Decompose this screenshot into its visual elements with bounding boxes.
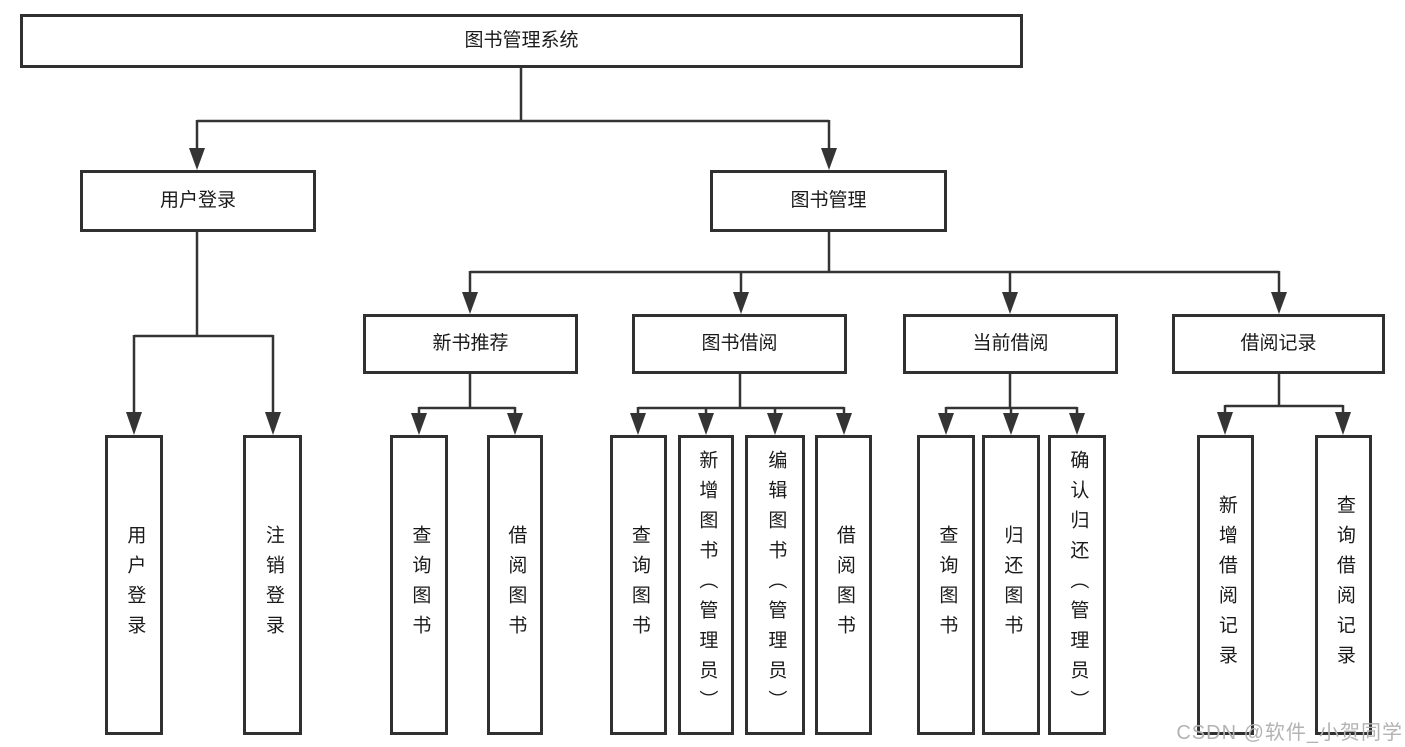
arrowheads-book-borrow-leaves xyxy=(630,413,852,435)
node-user-login: 用户登录 xyxy=(80,170,316,232)
leaf-bb-borrow-book: 借阅图书 xyxy=(815,435,872,735)
leaf-logout: 注销登录 xyxy=(243,435,302,735)
connector-user-login-to-leaves xyxy=(132,232,275,414)
node-borrow-record: 借阅记录 xyxy=(1172,314,1385,374)
connector-current-borrow-to-leaves xyxy=(944,374,1079,415)
arrowheads-current-borrow-leaves xyxy=(938,413,1085,435)
arrowheads-borrow-record-leaves xyxy=(1217,412,1351,435)
node-book-borrow: 图书借阅 xyxy=(632,314,847,374)
connector-book-borrow-to-leaves xyxy=(636,374,846,415)
leaf-cb-query-book: 查询图书 xyxy=(917,435,975,735)
connector-book-mgmt-to-level3 xyxy=(468,232,1281,294)
leaf-rec-query-book: 查询图书 xyxy=(390,435,448,735)
connector-new-book-rec-to-leaves xyxy=(417,374,517,415)
node-current-borrow: 当前借阅 xyxy=(903,314,1118,374)
leaf-br-query-record: 查询借阅记录 xyxy=(1315,435,1372,735)
leaf-bb-query-book: 查询图书 xyxy=(610,435,667,735)
node-library-system: 图书管理系统 xyxy=(20,14,1023,68)
arrowheads-level3 xyxy=(462,292,1287,314)
leaf-bb-add-book-admin: 新增图书（管理员） xyxy=(678,435,734,735)
arrowheads-user-login-leaves xyxy=(126,412,281,435)
leaf-bb-edit-book-admin: 编辑图书（管理员） xyxy=(745,435,805,735)
arrowheads-new-book-rec-leaves xyxy=(411,413,523,435)
leaf-cb-confirm-return-admin: 确认归还（管理员） xyxy=(1048,435,1106,735)
csdn-watermark: CSDN @软件_小贺同学 xyxy=(1176,722,1403,744)
connector-borrow-record-to-leaves xyxy=(1223,374,1345,413)
leaf-cb-return-book: 归还图书 xyxy=(982,435,1040,735)
node-book-management: 图书管理 xyxy=(710,170,947,232)
leaf-rec-borrow-book: 借阅图书 xyxy=(487,435,543,735)
connector-root-to-level2 xyxy=(195,68,831,150)
leaf-br-add-record: 新增借阅记录 xyxy=(1197,435,1254,735)
node-new-book-recommend: 新书推荐 xyxy=(363,314,578,374)
arrowheads-level2 xyxy=(189,148,837,170)
leaf-user-login: 用户登录 xyxy=(105,435,163,735)
